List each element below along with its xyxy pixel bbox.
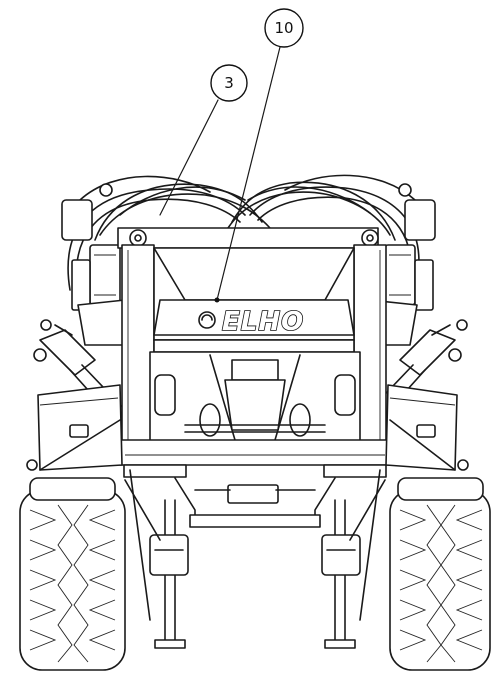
logo-text: ELHO	[222, 307, 304, 337]
lower-drawbar	[124, 469, 386, 649]
callout-10: 10	[214, 8, 304, 303]
callout-10-label: 10	[274, 19, 293, 37]
left-arm-assembly	[33, 183, 126, 421]
callout-3-label: 3	[224, 74, 234, 92]
left-tyre	[19, 477, 126, 671]
callout-3: 3	[159, 64, 248, 216]
right-side-box	[385, 384, 469, 471]
elho-logo: ELHO	[198, 306, 304, 338]
central-frame: ELHO	[117, 227, 391, 478]
right-tyre	[389, 477, 491, 671]
right-arm-assembly	[369, 183, 468, 421]
left-side-box	[26, 384, 123, 471]
